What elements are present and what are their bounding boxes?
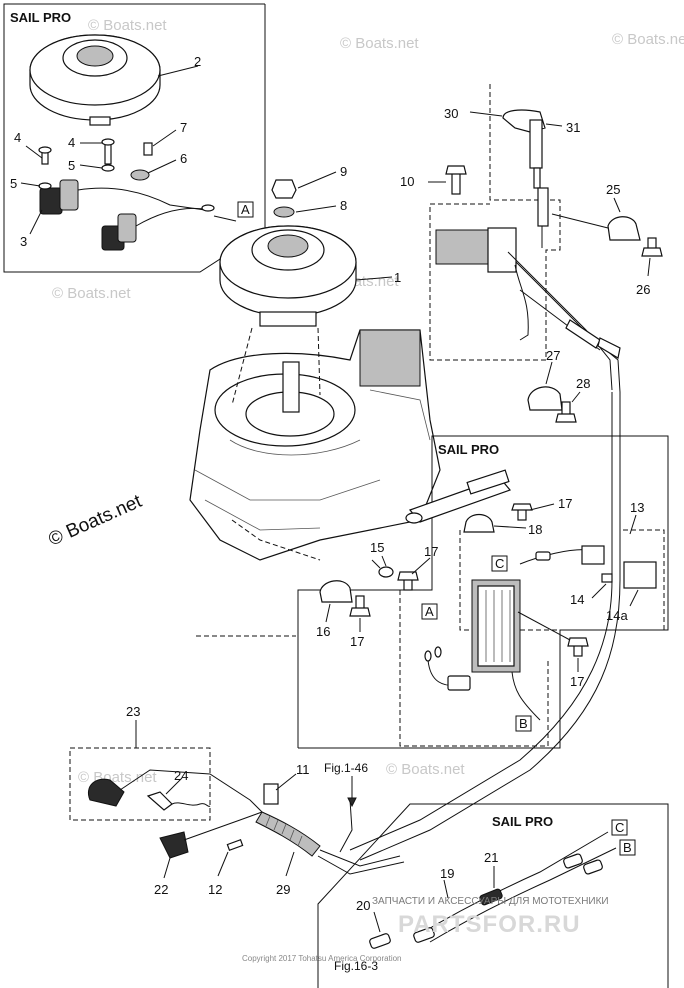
part-number-label: 31 [566,120,580,135]
part-number-label: 11 [296,762,310,777]
part-number-label: 10 [400,174,414,189]
part-number-label: 4 [68,135,75,150]
part-number-label: 30 [444,106,458,121]
part-number-label: 28 [576,376,590,391]
sail-pro-box-mid: SAIL PRO 17 18 13 C 14 14a [297,435,669,749]
part-number-label: 5 [10,176,17,191]
watermark-main: © Boats.net [45,491,145,551]
part-number-label: 25 [606,182,620,197]
part-number-label: 12 [208,882,222,897]
nut-and-washer [271,179,297,218]
part-number-label: 22 [154,882,168,897]
terminal-15 [371,559,419,591]
flywheel-sailpro [29,34,161,126]
clamp-27 [527,386,577,423]
main-harness-29: 11 29 [255,762,405,897]
connector-tag: A [425,604,434,619]
watermark: © Boats.net [52,285,131,302]
part-number-label: 17 [424,544,438,559]
part-number-label: 2 [194,54,201,69]
part-number-label: 19 [440,866,454,881]
figure-reference: Fig.1-46 [324,761,368,775]
part-number-label: 4 [14,130,21,145]
clamp-25 [551,213,663,257]
flywheel-main [219,225,357,327]
sail-pro-box-top: SAIL PRO [3,3,266,273]
connector-tag: C [495,556,504,571]
plug-22: 22 [154,811,263,897]
watermark: © Boats.net [88,17,167,34]
harness-group-23: 23 24 [69,704,271,821]
part-number-label: 14 [570,592,584,607]
part-number-label: 17 [350,634,364,649]
clamp-16 [319,580,371,617]
part-number-label: 15 [370,540,384,555]
section-header: SAIL PRO [438,442,499,457]
copyright-notice: Copyright 2017 Tohatsu America Corporati… [242,954,402,963]
connector-tag: B [623,840,632,855]
sail-pro-box-bottom: SAIL PRO C B 19 21 20 [317,803,669,988]
part-number-label: 7 [180,120,187,135]
part-number-label: 17 [558,496,572,511]
connector-tag: A [241,202,250,217]
part-number-label: 3 [20,234,27,249]
watermark: © Boats.net [612,31,684,48]
part-number-label: 13 [630,500,644,515]
connector-tag: B [519,716,528,731]
part-number-label: 5 [68,158,75,173]
part-number-label: 29 [276,882,290,897]
screws-sailpro [38,138,153,190]
engine-block [189,329,441,561]
stator-coils-sailpro [39,179,215,251]
promo-watermark: ЗАПЧАСТИ И АКСЕССУАРЫ ДЛЯ МОТОТЕХНИКИ [372,896,609,907]
part-number-label: 20 [356,898,370,913]
part-number-label: 8 [340,198,347,213]
part-number-label: 24 [174,768,188,783]
part-number-label: 14a [606,608,628,623]
watermark: © Boats.net [340,35,419,52]
part-number-label: 1 [394,270,401,285]
part-number-label: 26 [636,282,650,297]
section-header: SAIL PRO [492,814,553,829]
screw-12: 12 [208,839,244,897]
watermark: © Boats.net [386,761,465,778]
ignition-coil-group [429,84,621,393]
part-number-label: 6 [180,151,187,166]
part-number-label: 21 [484,850,498,865]
section-header: SAIL PRO [10,10,71,25]
brand-watermark: PARTSFOR.RU [398,911,581,938]
figure-reference: Fig.16-3 [334,959,378,973]
part-number-label: 27 [546,348,560,363]
watermark: © Boats.net [78,769,157,786]
part-number-label: 17 [570,674,584,689]
connector-tag: C [615,820,624,835]
part-number-label: 18 [528,522,542,537]
part-number-label: 23 [126,704,140,719]
part-number-label: 16 [316,624,330,639]
part-number-label: 9 [340,164,347,179]
